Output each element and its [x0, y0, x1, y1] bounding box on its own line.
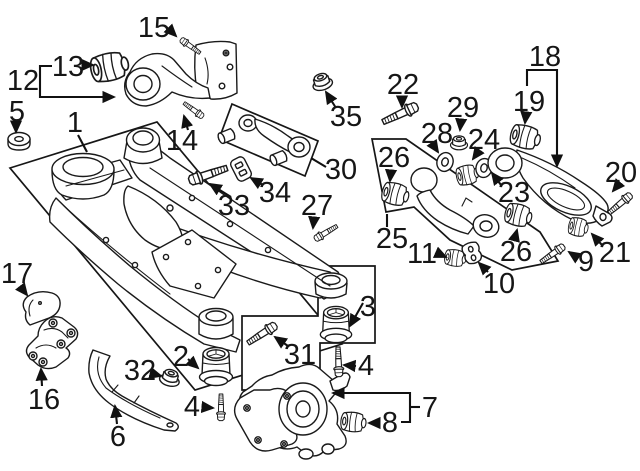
part-upper-arm — [410, 167, 500, 238]
callout-bolt-33[interactable]: 33 — [208, 182, 250, 222]
callout-number[interactable]: 10 — [483, 268, 515, 300]
callout-number[interactable]: 8 — [382, 407, 398, 439]
part-nut-35 — [309, 70, 335, 94]
callout-number[interactable]: 15 — [138, 12, 170, 44]
callout-number[interactable]: 19 — [513, 86, 545, 118]
callout-bushing-8[interactable]: 8 — [366, 407, 398, 439]
callout-number[interactable]: 3 — [360, 291, 376, 323]
callout-clamp-34[interactable]: 34 — [249, 176, 291, 209]
callout-link-30[interactable]: 30 — [310, 154, 357, 186]
callout-bushing-24[interactable]: 24 — [468, 124, 500, 161]
callout-number[interactable]: 31 — [284, 339, 316, 371]
callout-number[interactable]: 33 — [218, 190, 250, 222]
part-lower-arm — [487, 147, 613, 227]
callout-subframe[interactable]: 1 — [67, 107, 88, 153]
callout-number[interactable]: 34 — [259, 177, 291, 209]
callout-number[interactable]: 4 — [184, 391, 200, 423]
part-washer-5 — [7, 131, 31, 151]
callout-bushing-13[interactable]: 13 — [52, 51, 96, 83]
callout-brace-6[interactable]: 6 — [110, 403, 126, 453]
part-cover-17 — [22, 290, 61, 326]
part-link-30 — [216, 114, 311, 168]
callout-cover-17[interactable]: 17 — [1, 258, 33, 297]
callout-number[interactable]: 1 — [67, 107, 83, 139]
callout-number[interactable]: 26 — [378, 142, 410, 174]
callout-number[interactable]: 6 — [110, 421, 126, 453]
callout-bushing-19[interactable]: 19 — [513, 86, 545, 126]
part-trailing-arm — [123, 40, 238, 107]
callout-bushing-26-right[interactable]: 26 — [500, 228, 532, 268]
part-knuckle — [233, 363, 351, 460]
callout-number[interactable]: 18 — [529, 41, 561, 73]
callout-number[interactable]: 16 — [28, 384, 60, 416]
part-bushing-2 — [198, 346, 234, 387]
callout-upper-arm-25[interactable]: 25 — [376, 214, 408, 255]
callout-number[interactable]: 30 — [325, 154, 357, 186]
callout-bolt-4-left[interactable]: 4 — [184, 391, 216, 423]
callout-number[interactable]: 23 — [498, 177, 530, 209]
callout-bushing-21[interactable]: 21 — [590, 232, 631, 269]
callout-bolt-9[interactable]: 9 — [567, 246, 594, 278]
part-bolt-27 — [312, 221, 340, 244]
part-subframe — [48, 127, 348, 353]
callout-nut-32[interactable]: 32 — [124, 355, 163, 387]
callout-number[interactable]: 9 — [578, 246, 594, 278]
callout-number[interactable]: 11 — [407, 238, 437, 270]
callout-trailing-arm-12[interactable]: 12 — [7, 64, 117, 104]
part-bolt-22 — [379, 99, 421, 129]
part-bushing-8 — [339, 410, 368, 434]
callout-bolt-31[interactable]: 31 — [273, 335, 316, 371]
callout-number[interactable]: 4 — [358, 350, 374, 382]
callout-bracket-16[interactable]: 16 — [28, 366, 60, 416]
callout-clamp-10[interactable]: 10 — [477, 261, 515, 300]
callout-bushing-2[interactable]: 2 — [173, 341, 200, 373]
callout-number[interactable]: 17 — [1, 258, 33, 290]
callout-number[interactable]: 35 — [330, 101, 362, 133]
callout-number[interactable]: 28 — [421, 118, 453, 150]
callout-knuckle-7[interactable]: 7 — [330, 386, 438, 424]
part-clamp-34 — [229, 156, 253, 182]
part-bolt-20 — [605, 190, 635, 218]
part-bushing-19 — [507, 121, 544, 153]
callout-washer-28[interactable]: 28 — [421, 118, 453, 154]
callout-washer-5[interactable]: 5 — [9, 96, 25, 135]
part-bolt-4-right — [332, 346, 345, 378]
callout-number[interactable]: 13 — [52, 51, 84, 83]
part-bushing-13 — [87, 48, 132, 86]
callout-number[interactable]: 26 — [500, 236, 532, 268]
callout-washer-23[interactable]: 23 — [490, 171, 530, 209]
callout-nut-29[interactable]: 29 — [447, 92, 479, 133]
callout-number[interactable]: 22 — [387, 69, 419, 101]
callout-number[interactable]: 24 — [468, 124, 500, 156]
callout-number[interactable]: 5 — [9, 96, 25, 128]
callout-bolt-20[interactable]: 20 — [605, 157, 637, 193]
callout-number[interactable]: 25 — [376, 223, 408, 255]
callout-arm-assembly-18[interactable]: 18 — [525, 41, 564, 169]
part-bolt-4-left — [216, 393, 226, 422]
callout-bushing-11[interactable]: 11 — [407, 238, 448, 270]
callout-bolt-27[interactable]: 27 — [301, 190, 333, 231]
part-bracket-16 — [25, 315, 79, 370]
callout-number[interactable]: 7 — [422, 392, 438, 424]
callout-nut-35[interactable]: 35 — [324, 90, 362, 133]
callout-number[interactable]: 27 — [301, 190, 333, 222]
callout-bolt-14[interactable]: 14 — [166, 114, 198, 157]
part-brace-6 — [88, 349, 179, 432]
callout-bolt-22[interactable]: 22 — [387, 69, 419, 110]
callout-number[interactable]: 20 — [605, 157, 637, 189]
part-clamp-10 — [461, 241, 483, 265]
callout-bolt-15[interactable]: 15 — [138, 12, 178, 44]
callout-number[interactable]: 29 — [447, 92, 479, 124]
callout-number[interactable]: 14 — [166, 125, 198, 157]
callout-number[interactable]: 12 — [7, 65, 39, 97]
callout-bushing-26-left[interactable]: 26 — [378, 142, 410, 184]
callout-bolt-4-right[interactable]: 4 — [341, 350, 374, 382]
callout-number[interactable]: 32 — [124, 355, 156, 387]
callout-number[interactable]: 21 — [599, 237, 631, 269]
part-bushing-3 — [319, 305, 353, 344]
callout-bushing-3[interactable]: 3 — [348, 291, 376, 328]
callout-number[interactable]: 2 — [173, 341, 189, 373]
